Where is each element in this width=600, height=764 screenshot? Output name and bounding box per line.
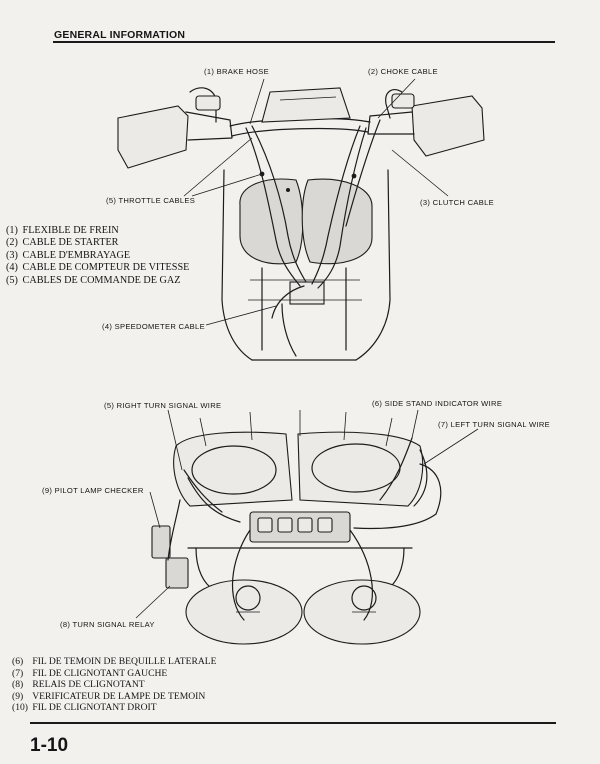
callout-speedometer-cable: (4) SPEEDOMETER CABLE <box>102 322 205 331</box>
handlebar-cable-routing-drawing <box>117 78 485 361</box>
callout-right-turn-signal-wire: (5) RIGHT TURN SIGNAL WIRE <box>104 401 222 410</box>
steering-stem-clamp <box>289 281 325 305</box>
legend-item: (7) FIL DE CLIGNOTANT GAUCHE <box>12 667 168 679</box>
legend-item: (3) CABLE D'EMBRAYAGE <box>6 249 131 261</box>
legend-item: (4) CABLE DE COMPTEUR DE VITESSE <box>6 262 190 274</box>
left-grip <box>117 105 189 169</box>
legend-item: (9) VERIFICATEUR DE LAMPE DE TEMOIN <box>12 690 206 702</box>
header-rule <box>53 41 555 43</box>
legend-item: (1) FLEXIBLE DE FREIN <box>6 225 119 236</box>
callout-turn-signal-relay: (8) TURN SIGNAL RELAY <box>60 620 155 629</box>
turn-signal-relay-unit <box>165 557 189 589</box>
callout-clutch-cable: (3) CLUTCH CABLE <box>420 198 495 207</box>
callout-pilot-lamp-checker: (9) PILOT LAMP CHECKER <box>42 486 144 495</box>
legend-item: (6) FIL DE TEMOIN DE BEQUILLE LATERALE <box>12 656 217 667</box>
page-number: 1-10 <box>30 735 69 756</box>
right-headlight-housing <box>301 178 373 265</box>
legend-item: (8) RELAIS DE CLIGNOTANT <box>12 679 145 691</box>
top-bracket <box>261 87 351 123</box>
callout-choke-cable: (2) CHOKE CABLE <box>368 67 438 76</box>
legend-item: (5) CABLES DE COMMANDE DE GAZ <box>6 274 181 286</box>
instrument-right-cluster <box>297 431 424 507</box>
left-headlight-housing <box>239 178 304 265</box>
pilot-lamp-checker-unit <box>151 525 171 559</box>
callout-throttle-cables: (5) THROTTLE CABLES <box>106 196 196 205</box>
turn-signal-wiring-drawing <box>135 409 479 645</box>
right-grip <box>411 95 485 157</box>
callout-brake-hose: (1) BRAKE HOSE <box>204 67 269 76</box>
legend-item: (2) CABLE DE STARTER <box>6 237 119 249</box>
top-legend: (1) FLEXIBLE DE FREIN (2) CABLE DE START… <box>6 225 189 287</box>
callout-side-stand-indicator-wire: (6) SIDE STAND INDICATOR WIRE <box>372 399 503 408</box>
callout-left-turn-signal-wire: (7) LEFT TURN SIGNAL WIRE <box>438 420 550 429</box>
footer-rule <box>30 722 556 724</box>
section-header-title: GENERAL INFORMATION <box>54 29 186 41</box>
bottom-legend: (6) FIL DE TEMOIN DE BEQUILLE LATERALE (… <box>12 656 217 714</box>
legend-item: (10) FIL DE CLIGNOTANT DROIT <box>12 702 157 714</box>
